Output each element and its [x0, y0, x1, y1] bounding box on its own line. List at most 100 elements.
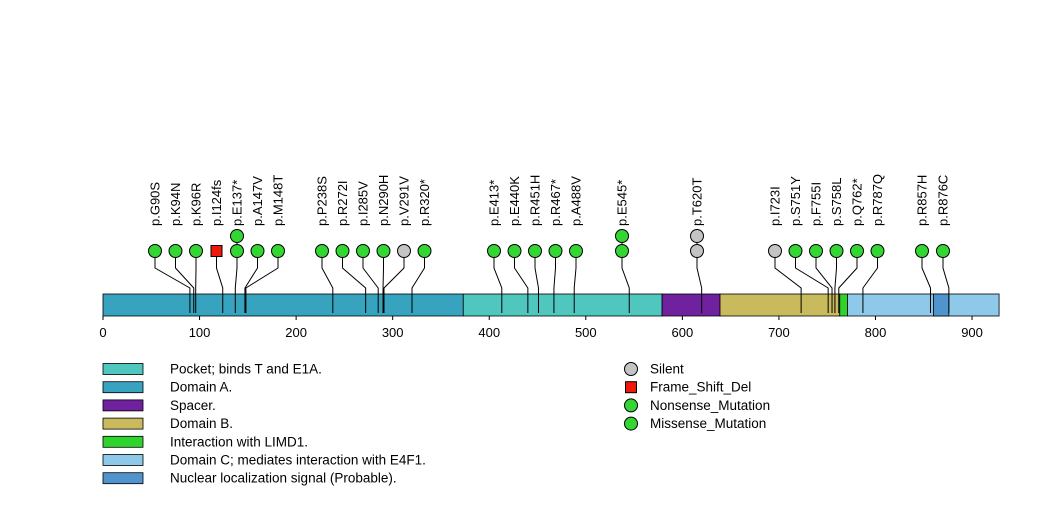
mutation-label: p.E413*: [487, 180, 502, 226]
legend-label: Interaction with LIMD1.: [170, 434, 308, 449]
mutation-label: p.A488V: [569, 176, 584, 226]
legend-label: Missense_Mutation: [650, 416, 766, 431]
mutation-label: p.R272I: [335, 180, 350, 226]
legend-swatch: [102, 417, 144, 430]
mutation-stem: [815, 251, 833, 313]
mutation-marker: [615, 244, 629, 258]
mutation-label: p.I723I: [768, 186, 783, 226]
mutation-label: p.P238S: [315, 176, 330, 226]
mutation-label: p.K96R: [189, 183, 204, 226]
domain-segment: [847, 293, 1000, 317]
domain-segment: [102, 293, 464, 317]
mutation-label: p.S758L: [829, 178, 844, 226]
mutation-stem: [942, 251, 950, 313]
domain-segment: [661, 293, 721, 317]
legend-label: Nuclear localization signal (Probable).: [170, 471, 397, 486]
legend-label: Domain A.: [170, 380, 232, 395]
mutation-stem: [216, 251, 224, 313]
mutation-stems: [154, 236, 950, 313]
legend-label: Domain B.: [170, 416, 233, 431]
mutation-label: p.I124fs: [209, 179, 224, 226]
mutation-label: p.F755I: [809, 182, 824, 226]
axis-tick-label: 700: [768, 325, 790, 340]
mutation-marker: [569, 244, 583, 258]
mutation-marker: [210, 245, 223, 257]
mutation-marker: [615, 229, 629, 243]
mutation-stem: [573, 251, 577, 313]
axis-tick-label: 400: [478, 325, 500, 340]
axis-tick-label: 200: [285, 325, 307, 340]
mutation-marker: [528, 244, 542, 258]
mutation-stem: [175, 251, 195, 313]
legend-glyph: [624, 362, 638, 376]
mutation-label: p.V291V: [397, 176, 412, 226]
legend-swatch: [102, 363, 144, 375]
mutation-stem: [514, 251, 529, 313]
domain-segment: [839, 293, 848, 317]
mutation-markers: [148, 229, 950, 258]
mutation-label: p.G90S: [148, 182, 163, 226]
mutation-marker: [809, 244, 823, 258]
mutation-label: p.N290H: [376, 175, 391, 226]
mutation-marker: [250, 244, 265, 258]
protein-bar: [102, 293, 1000, 317]
mutation-stem: [342, 251, 367, 313]
mutation-marker: [168, 244, 183, 258]
mutation-marker: [230, 229, 244, 243]
mutation-marker: [829, 244, 844, 258]
legend-label: Nonsense_Mutation: [650, 398, 770, 413]
mutation-marker: [548, 244, 563, 258]
mutation-label: p.R876C: [936, 175, 951, 226]
mutation-label: p.M148T: [271, 175, 286, 226]
mutation-marker: [936, 244, 950, 258]
mutation-marker: [335, 244, 350, 258]
axis-tick-label: 0: [99, 325, 106, 340]
mutation-marker: [271, 244, 285, 258]
domain-segment: [462, 293, 663, 317]
axis-tick-label: 300: [382, 325, 404, 340]
mutation-label: p.E440K: [507, 176, 522, 226]
legend-swatch: [102, 454, 144, 466]
mutation-marker: [788, 244, 803, 258]
mutation-type-legend: SilentFrame_Shift_DelNonsense_MutationMi…: [624, 362, 770, 431]
mutation-marker: [768, 244, 782, 258]
domain-legend: Pocket; binds T and E1A.Domain A.Spacer.…: [102, 362, 426, 486]
mutation-label: p.T620T: [690, 178, 705, 226]
mutation-stem: [795, 251, 829, 313]
mutation-marker: [356, 244, 370, 258]
mutation-marker: [870, 244, 885, 258]
axis-tick-label: 500: [575, 325, 597, 340]
mutation-label: p.R467*: [548, 179, 563, 226]
domain-segment: [933, 293, 950, 317]
mutation-marker: [417, 244, 432, 258]
legend-glyph: [625, 381, 637, 394]
mutation-label: p.R320*: [417, 179, 432, 226]
mutation-stem: [362, 251, 379, 313]
legend-label: Pocket; binds T and E1A.: [170, 362, 322, 377]
mutation-marker: [850, 244, 864, 258]
mutation-label: p.R787Q: [870, 174, 885, 226]
legend-swatch: [102, 399, 144, 412]
mutation-marker: [376, 244, 391, 258]
mutation-marker: [189, 244, 203, 258]
mutation-marker: [230, 244, 244, 258]
mutation-stem: [321, 251, 334, 313]
mutation-stem: [244, 251, 258, 313]
domain-segment: [719, 293, 841, 317]
legend-swatch: [102, 472, 144, 485]
mutation-marker: [148, 244, 162, 258]
mutation-label: p.I285V: [356, 181, 371, 226]
mutation-stem: [921, 251, 932, 313]
mutation-label: p.Q762*: [850, 178, 865, 226]
mutation-marker: [487, 244, 501, 258]
mutation-stem: [493, 251, 503, 313]
axis-tick-label: 800: [865, 325, 887, 340]
mutation-label: p.E137*: [230, 180, 245, 226]
mutation-label: p.R857H: [915, 175, 930, 226]
legend-swatch: [102, 381, 144, 394]
legend-swatch: [102, 435, 144, 448]
mutation-stem: [245, 251, 279, 313]
